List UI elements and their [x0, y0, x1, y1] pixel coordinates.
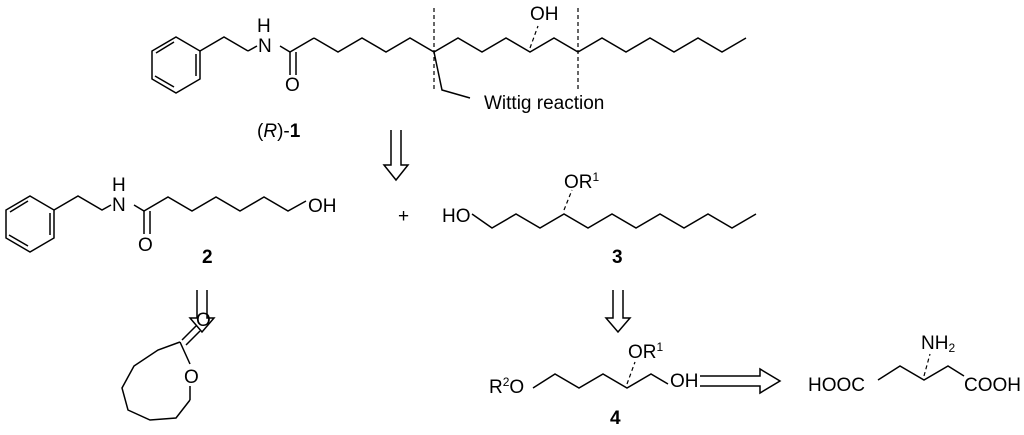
compound-3-or1: OR1	[564, 171, 599, 192]
glutamic-acid-cooh: COOH	[964, 375, 1021, 396]
compound-4-structure	[532, 361, 669, 389]
glutamic-acid-amine: NH2	[921, 334, 955, 354]
glutamic-acid-atom-nh: NH	[921, 333, 949, 354]
compound-2-atom-o: O	[138, 235, 153, 256]
compound-2-atom-h: H	[112, 175, 126, 196]
compound-1-atom-o: O	[285, 75, 300, 96]
compound-2-atom-n: N	[112, 195, 126, 216]
compound-4-atom-or-o: O	[628, 342, 643, 363]
glutamic-acid-structure	[877, 353, 965, 381]
compound-3-atom-o: O	[564, 172, 579, 193]
compound-4-atom-r2-o: O	[509, 377, 525, 398]
compound-3-structure	[471, 189, 757, 229]
retro-arrow-2	[188, 290, 216, 334]
compound-4-r2-sup: 2	[502, 375, 510, 389]
compound-1-label: (R)-1	[257, 121, 301, 142]
compound-3-number: 3	[612, 247, 623, 268]
compound-1-structure	[151, 8, 747, 99]
compound-2-structure	[5, 195, 307, 253]
retro-arrow-4	[700, 367, 782, 395]
compound-4-atom-or-r: R	[642, 342, 657, 363]
compound-1-atom-oh: OH	[530, 4, 559, 25]
compound-1-stereo: R	[263, 121, 278, 142]
compound-1-atom-n: N	[258, 36, 272, 57]
compound-3-r-sup: 1	[592, 170, 600, 184]
benzene-ring-2	[5, 195, 55, 253]
retro-arrow-3	[604, 290, 632, 334]
plus-sign: +	[398, 206, 410, 227]
glutamic-acid-nh-sub: 2	[948, 341, 956, 355]
wittig-label: Wittig reaction	[484, 93, 605, 114]
compound-4-number: 4	[610, 408, 621, 429]
compound-1-atom-h: H	[257, 16, 271, 37]
compound-4-atom-r2-r: R	[489, 377, 503, 398]
caprolactone-atom-o-carbonyl: O	[196, 310, 211, 331]
compound-4-or1: OR1	[628, 341, 663, 362]
compound-3-atom-r: R	[578, 172, 593, 193]
caprolactone-structure	[121, 325, 201, 421]
compound-4-atom-oh: OH	[670, 371, 699, 392]
benzene-ring	[151, 36, 201, 94]
compound-2-atom-oh: OH	[308, 196, 337, 217]
compound-2-number: 2	[202, 247, 213, 268]
compound-4-or-sup: 1	[656, 340, 664, 354]
retro-arrow-1	[382, 130, 410, 182]
compound-1-number: 1	[289, 121, 301, 142]
caprolactone-atom-o-ring: O	[184, 367, 199, 388]
glutamic-acid-hooc: HOOC	[808, 375, 865, 396]
compound-4-r2o: R2O	[489, 376, 524, 397]
compound-3-atom-ho: HO	[442, 206, 471, 227]
